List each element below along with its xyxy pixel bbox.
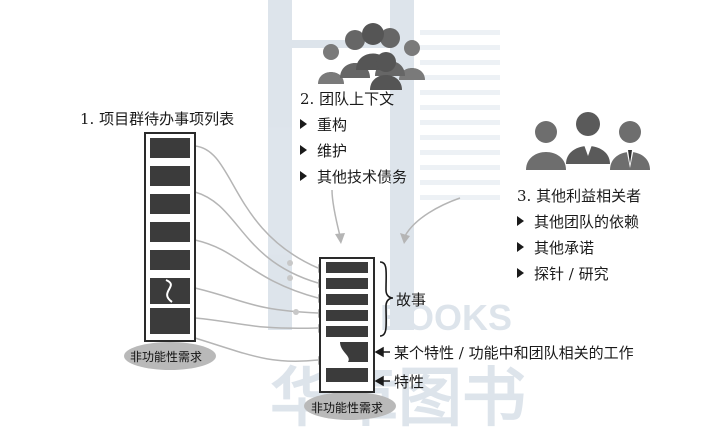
team-context-item: 重构 xyxy=(300,116,407,134)
nfr-ellipse-right xyxy=(304,392,396,420)
partial-feature-label: 某个特性 / 功能中和团队相关的工作 xyxy=(394,344,634,362)
nfr-label-right: 非功能性需求 xyxy=(311,401,384,415)
feature-label: 特性 xyxy=(394,373,425,391)
stakeholders-icon xyxy=(526,112,650,170)
stakeholders-item: 其他承诺 xyxy=(517,239,641,257)
watermark-brand: BOOKS xyxy=(380,297,512,338)
stories-brace xyxy=(379,261,394,337)
program-backlog-stack xyxy=(144,132,196,342)
stakeholders-block: 3. 其他利益相关者 其他团队的依赖 其他承诺 探针 / 研究 xyxy=(517,187,641,283)
team-context-title: 2. 团队上下文 xyxy=(300,90,395,108)
nfr-ellipse-left xyxy=(124,342,216,370)
team-context-block: 2. 团队上下文 重构 维护 其他技术债务 xyxy=(300,90,407,186)
junction-dots xyxy=(287,260,299,315)
program-backlog-title: 1. 项目群待办事项列表 xyxy=(80,110,235,128)
team-context-item: 其他技术债务 xyxy=(300,168,407,186)
team-people-icon xyxy=(318,23,425,90)
stakeholders-item: 探针 / 研究 xyxy=(517,265,641,283)
stories-label: 故事 xyxy=(396,291,427,309)
stakeholders-item: 其他团队的依赖 xyxy=(517,213,641,231)
stakeholders-title: 3. 其他利益相关者 xyxy=(517,187,642,205)
pointer-arrows xyxy=(374,346,390,387)
team-backlog-stack xyxy=(319,257,375,393)
nfr-label-left: 非功能性需求 xyxy=(130,350,203,364)
team-context-item: 维护 xyxy=(300,142,407,160)
